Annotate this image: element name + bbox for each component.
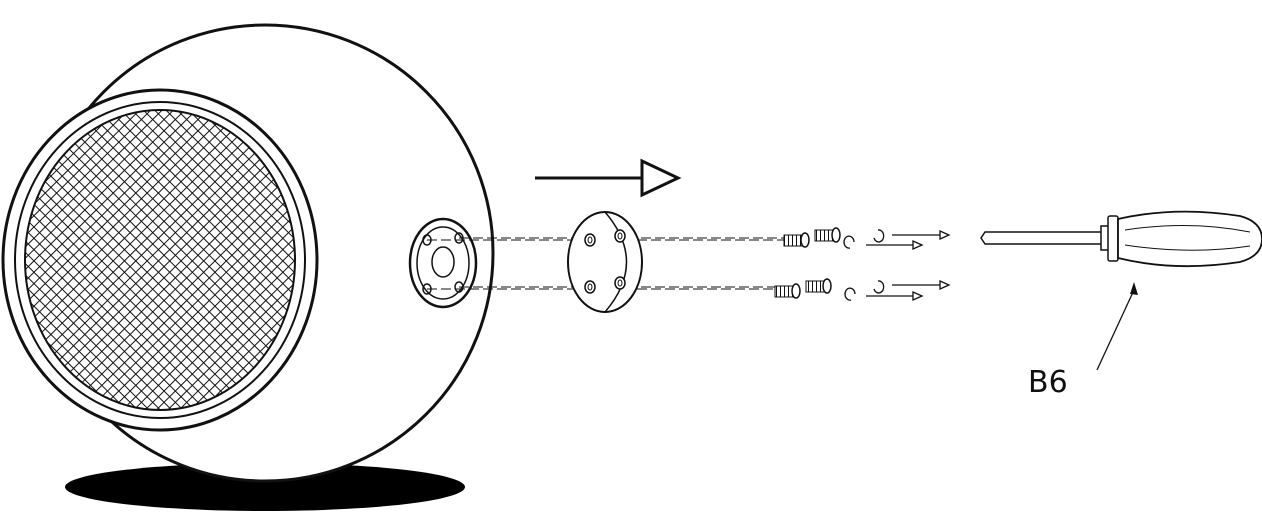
leader-line xyxy=(1096,282,1138,371)
screw-icon xyxy=(814,227,841,243)
speaker-shadow xyxy=(65,463,465,511)
plate-hole xyxy=(584,280,596,294)
tool-label: B6 xyxy=(1028,365,1068,400)
screwdriver-icon xyxy=(980,210,1262,268)
screw-icon xyxy=(774,283,801,299)
grille-inner-ring xyxy=(14,101,306,419)
rotation-icon xyxy=(843,229,885,301)
plate-hole xyxy=(584,233,596,247)
screw-icon xyxy=(805,278,832,294)
speaker-icon xyxy=(1,23,495,483)
plate-hole xyxy=(614,229,626,243)
speaker-grille xyxy=(24,109,296,411)
direction-arrow-icon xyxy=(535,158,682,198)
removal-arrows xyxy=(866,229,951,302)
mount-plate-icon xyxy=(567,211,643,313)
plate-hole xyxy=(614,276,626,290)
screw-icon xyxy=(783,232,810,248)
speaker-rear-mount xyxy=(408,217,478,309)
